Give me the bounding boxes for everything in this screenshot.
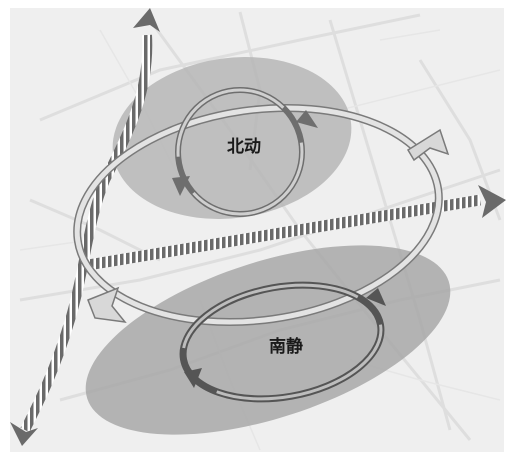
horizontal-axis	[87, 185, 506, 271]
axis-arrowhead-top	[133, 8, 160, 32]
axis-arrowhead-bottom	[10, 422, 38, 446]
axis-arrowhead-right	[478, 185, 506, 218]
south-loop-arrow-bottom	[184, 368, 202, 388]
vertical-axis	[10, 8, 160, 446]
connecting-loop	[73, 103, 450, 327]
north-loop-arrow-top	[296, 110, 318, 128]
north-zone-label: 北动	[227, 137, 261, 157]
loop-arrow-left	[87, 286, 127, 323]
south-circulation-loop	[179, 281, 386, 403]
north-loop-arrow-bottom	[172, 176, 190, 196]
south-zone-label: 南静	[269, 336, 303, 357]
south-loop-arrow-top	[366, 288, 386, 306]
loop-arrow-right	[406, 128, 450, 162]
north-circulation-loop	[172, 87, 318, 217]
